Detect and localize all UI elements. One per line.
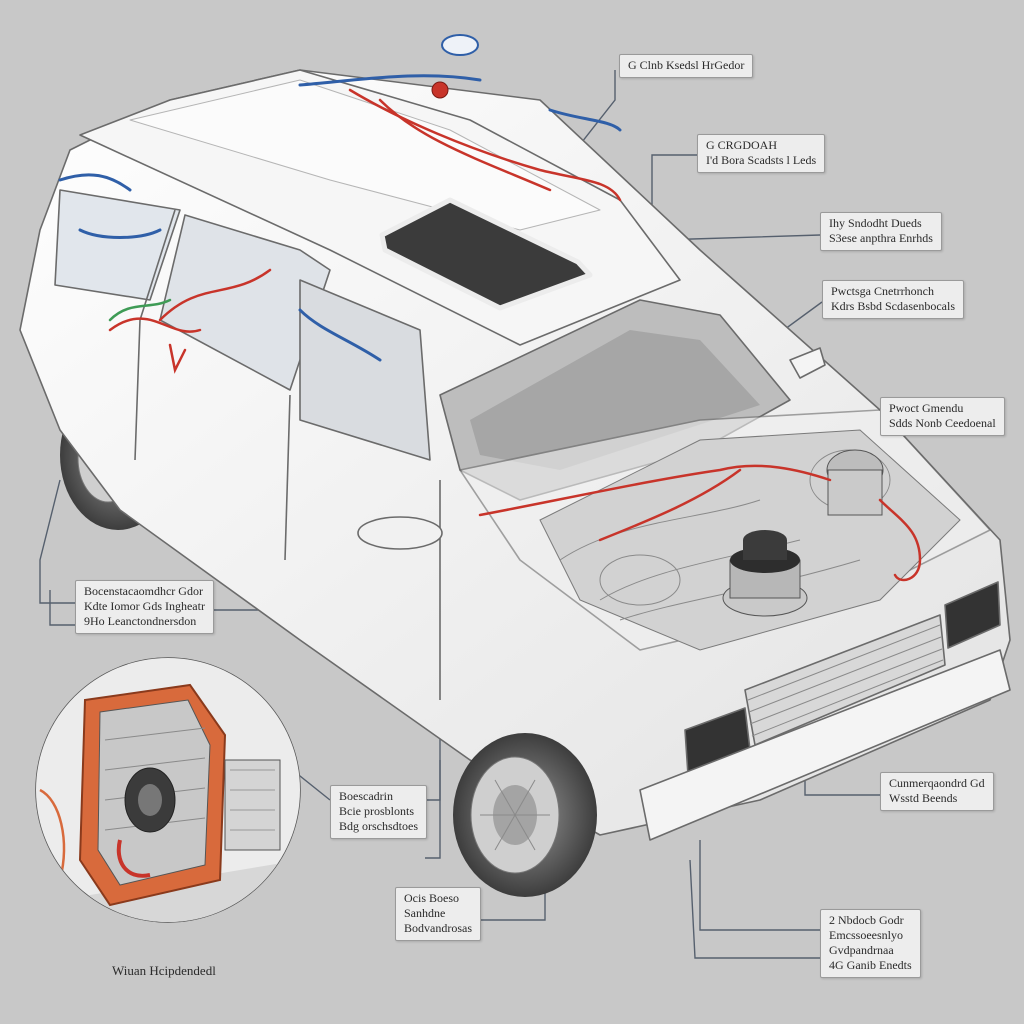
callout-line: 9Ho Leanctondnersdon [84,614,197,628]
callout-line: Bdg orschsdtoes [339,819,418,833]
callout-line: Bocenstacaomdhcr Gdor [84,584,203,598]
callout-line: Ocis Boeso [404,891,459,905]
callout-line: Cunmerqaondrd Gd [889,776,985,790]
callout-line: Boescadrin [339,789,393,803]
callout-line: Kdrs Bsbd Scdasenbocals [831,299,955,313]
callout-line: Bcie prosblonts [339,804,414,818]
callout-line: Gvdpandrnaa [829,943,894,957]
callout-line: Pwctsga Cnetrrhonch [831,284,934,298]
callout-line: 4G Ganib Enedts [829,958,912,972]
wiring-harness [58,34,922,582]
callout-line: I'd Bora Scadsts l Leds [706,153,817,167]
front-wheel [453,733,597,897]
inset-caption: Wiuan Hcipdendedl [112,963,216,978]
engine-bay [539,429,961,651]
detail-magnifier [35,657,301,923]
callout-label: Pwctsga Cnetrrhonch Kdrs Bsbd Scdasenboc… [822,280,964,319]
callout-label: Ihy Sndodht Dueds S3ese anpthra Enrhds [820,212,942,251]
callout-line: 2 Nbdocb Godr [829,913,904,927]
callout-label: G CRGDOAH I'd Bora Scadsts l Leds [697,134,826,173]
callout-label: G Clnb Ksedsl HrGedor [619,54,754,78]
callout-line: G Clnb Ksedsl HrGedor [628,58,745,72]
callout-label: Boescadrin Bcie prosblonts Bdg orschsdto… [330,785,427,839]
callout-line: Kdte Iomor Gds Ingheatr [84,599,205,613]
callout-line: G CRGDOAH [706,138,778,152]
callout-label: 2 Nbdocb Godr Emcssoeesnlyo Gvdpandrnaa … [820,909,921,978]
callout-line: Pwoct Gmendu [889,401,964,415]
callout-line: Sanhdne [404,906,446,920]
callout-line: Emcssoeesnlyo [829,928,903,942]
sunroof [379,197,593,311]
callout-label: Cunmerqaondrd Gd Wsstd Beends [880,772,994,811]
callout-label: Bocenstacaomdhcr Gdor Kdte Iomor Gds Ing… [75,580,214,634]
callout-label: Pwoct Gmendu Sdds Nonb Ceedoenal [880,397,1005,436]
callout-line: S3ese anpthra Enrhds [829,231,933,245]
callout-label: Ocis Boeso Sanhdne Bodvandrosas [395,887,481,941]
callout-line: Sdds Nonb Ceedoenal [889,416,996,430]
callout-line: Wsstd Beends [889,791,958,805]
callout-line: Ihy Sndodht Dueds [829,216,922,230]
callout-line: Bodvandrosas [404,921,472,935]
